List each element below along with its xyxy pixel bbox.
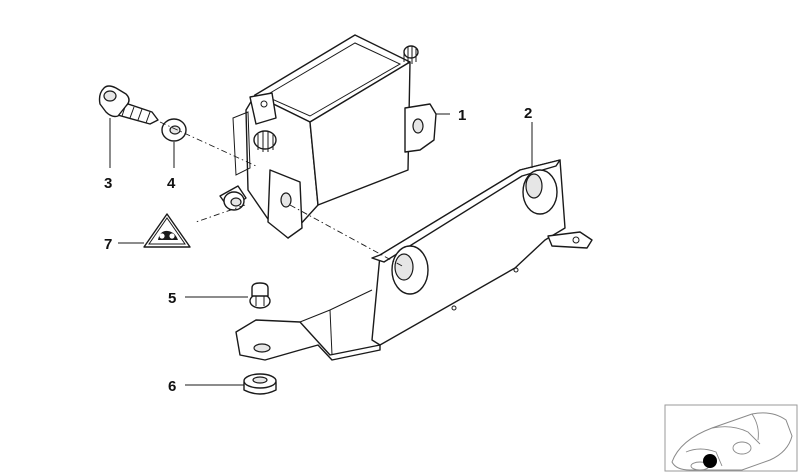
vehicle-locator-thumbnail [664,404,798,472]
callout-7: 7 [104,236,112,253]
part-7-warning-label[interactable] [143,213,191,248]
callout-5: 5 [168,290,176,307]
callout-4: 4 [167,175,176,192]
callout-6: 6 [168,378,176,395]
connector-front [253,130,277,152]
assembly-center-lines [159,121,405,268]
callout-2: 2 [524,105,532,122]
part-2-bracket[interactable] [235,159,593,361]
part-6-grommet[interactable] [243,373,277,395]
leader-lines [109,113,533,386]
connector-top [403,45,419,64]
part-1-control-unit[interactable] [232,34,437,239]
warning-triangle-icon [158,230,178,240]
part-5-clip[interactable] [249,282,271,309]
part-3-bolt[interactable] [98,85,159,125]
part-4-washer[interactable] [161,118,187,142]
part-7-wire-grommet [219,185,247,211]
callout-3: 3 [104,175,112,192]
part-location-marker [703,454,717,468]
callout-1: 1 [458,107,466,124]
car-locator-icon [671,412,793,471]
